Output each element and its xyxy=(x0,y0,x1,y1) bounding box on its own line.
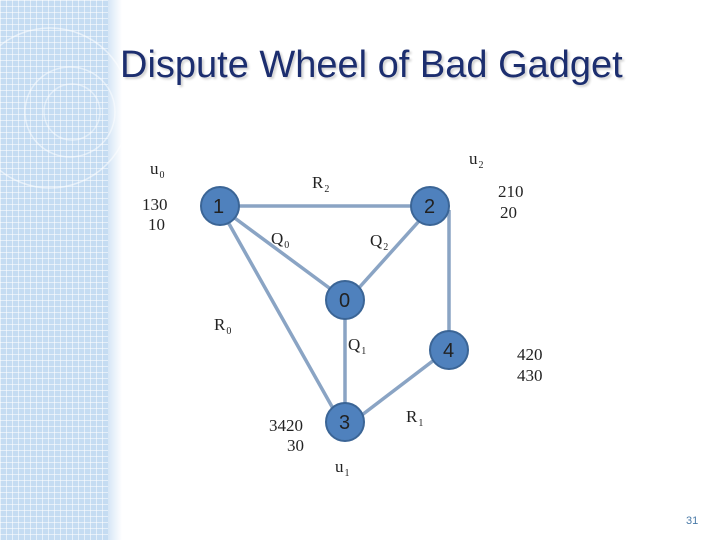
edge-1-3 xyxy=(226,221,337,413)
decorative-sidebar-edge xyxy=(108,0,122,540)
label-u2: u2 xyxy=(469,149,484,171)
label-R1: R1 xyxy=(406,407,424,429)
edge-4-3 xyxy=(356,355,440,420)
decorative-rings xyxy=(0,27,131,189)
edge-2-0 xyxy=(355,218,422,292)
decorative-sidebar xyxy=(0,0,108,540)
node-4-label: 4 xyxy=(443,340,454,362)
label-Q2: Q2 xyxy=(370,231,389,253)
slide-title: Dispute Wheel of Bad Gadget xyxy=(120,44,623,86)
node-4: 4 xyxy=(429,330,469,370)
label-R0: R0 xyxy=(214,315,232,337)
node-1: 1 xyxy=(200,186,240,226)
node-1-label: 1 xyxy=(213,196,224,218)
node-2: 2 xyxy=(410,186,450,226)
path-label-3420: 3420 xyxy=(269,416,303,435)
label-Q1: Q1 xyxy=(348,335,367,357)
path-label-420: 420 xyxy=(517,345,543,364)
path-label-130: 130 xyxy=(142,195,168,214)
label-u0: u0 xyxy=(150,159,165,181)
node-3: 3 xyxy=(325,402,365,442)
path-label-430: 430 xyxy=(517,366,543,385)
path-label-10: 10 xyxy=(148,215,165,234)
node-3-label: 3 xyxy=(339,412,350,434)
label-Q0: Q0 xyxy=(271,229,290,251)
path-label-20: 20 xyxy=(500,203,517,222)
node-0: 0 xyxy=(325,280,365,320)
page-number: 31 xyxy=(686,515,699,527)
label-u1: u1 xyxy=(335,457,350,479)
edges xyxy=(220,204,451,420)
path-label-210: 210 xyxy=(498,182,524,201)
label-R2: R2 xyxy=(312,173,330,195)
node-0-label: 0 xyxy=(339,290,350,312)
edge-1-0 xyxy=(230,214,334,292)
node-2-label: 2 xyxy=(424,196,435,218)
path-label-30: 30 xyxy=(287,436,304,455)
